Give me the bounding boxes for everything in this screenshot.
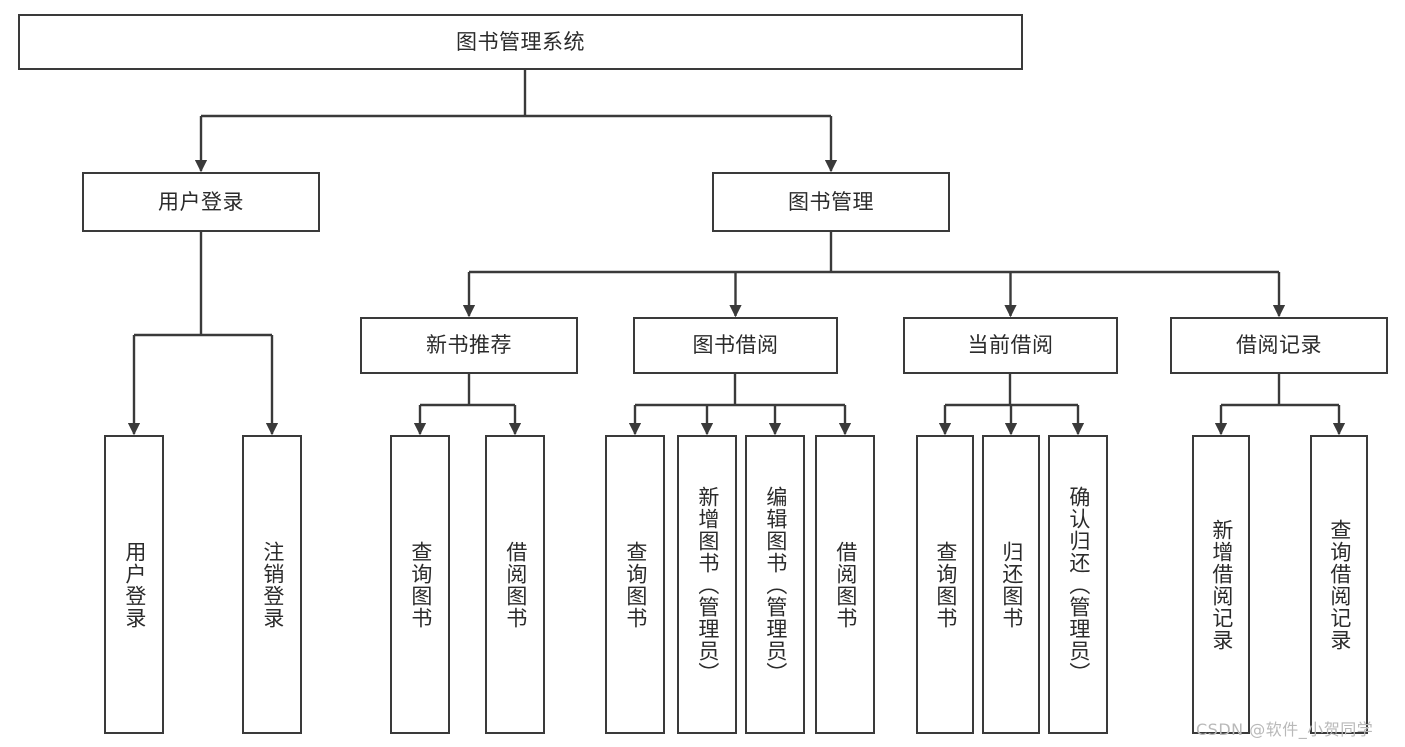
node-label-leaf-query-book-rec: 查询图书 xyxy=(408,540,433,629)
node-user-login[interactable]: 用户登录 xyxy=(82,172,320,232)
node-book-manage[interactable]: 图书管理 xyxy=(712,172,950,232)
node-leaf-query-book-rec[interactable]: 查询图书 xyxy=(390,435,450,734)
node-label-book-borrow: 图书借阅 xyxy=(692,333,779,358)
node-leaf-query-book-current[interactable]: 查询图书 xyxy=(916,435,974,734)
node-label-leaf-return-book: 归还图书 xyxy=(999,540,1024,629)
node-current-borrow[interactable]: 当前借阅 xyxy=(903,317,1118,374)
node-book-borrow[interactable]: 图书借阅 xyxy=(633,317,838,374)
node-leaf-add-record[interactable]: 新增借阅记录 xyxy=(1192,435,1250,734)
node-label-leaf-query-record: 查询借阅记录 xyxy=(1327,518,1352,651)
node-leaf-borrow-book-rec[interactable]: 借阅图书 xyxy=(485,435,545,734)
node-leaf-user-logout[interactable]: 注销登录 xyxy=(242,435,302,734)
node-label-borrow-record: 借阅记录 xyxy=(1236,333,1322,358)
node-leaf-return-book[interactable]: 归还图书 xyxy=(982,435,1040,734)
node-borrow-record[interactable]: 借阅记录 xyxy=(1170,317,1388,374)
node-leaf-query-book-borrow[interactable]: 查询图书 xyxy=(605,435,665,734)
node-label-root: 图书管理系统 xyxy=(456,29,585,54)
node-leaf-query-record[interactable]: 查询借阅记录 xyxy=(1310,435,1368,734)
node-label-book-manage: 图书管理 xyxy=(788,189,874,214)
node-label-current-borrow: 当前借阅 xyxy=(967,333,1054,358)
node-leaf-user-login[interactable]: 用户登录 xyxy=(104,435,164,734)
node-label-leaf-borrow-book: 借阅图书 xyxy=(833,540,858,629)
node-label-leaf-borrow-book-rec: 借阅图书 xyxy=(503,540,528,629)
node-new-book-rec[interactable]: 新书推荐 xyxy=(360,317,578,374)
node-label-leaf-query-book-current: 查询图书 xyxy=(933,540,958,629)
node-label-leaf-edit-book: 编辑图书（管理员） xyxy=(763,485,788,684)
node-label-leaf-user-logout: 注销登录 xyxy=(260,540,285,629)
node-root[interactable]: 图书管理系统 xyxy=(18,14,1023,70)
node-leaf-confirm-return[interactable]: 确认归还（管理员） xyxy=(1048,435,1108,734)
node-label-user-login: 用户登录 xyxy=(158,189,244,214)
node-label-leaf-add-book: 新增图书（管理员） xyxy=(695,485,720,684)
node-leaf-add-book[interactable]: 新增图书（管理员） xyxy=(677,435,737,734)
node-label-leaf-add-record: 新增借阅记录 xyxy=(1209,518,1234,651)
node-label-leaf-query-book-borrow: 查询图书 xyxy=(623,540,648,629)
node-label-leaf-confirm-return: 确认归还（管理员） xyxy=(1066,485,1091,684)
node-leaf-borrow-book[interactable]: 借阅图书 xyxy=(815,435,875,734)
node-label-new-book-rec: 新书推荐 xyxy=(426,333,512,358)
node-leaf-edit-book[interactable]: 编辑图书（管理员） xyxy=(745,435,805,734)
node-label-leaf-user-login: 用户登录 xyxy=(122,540,147,629)
